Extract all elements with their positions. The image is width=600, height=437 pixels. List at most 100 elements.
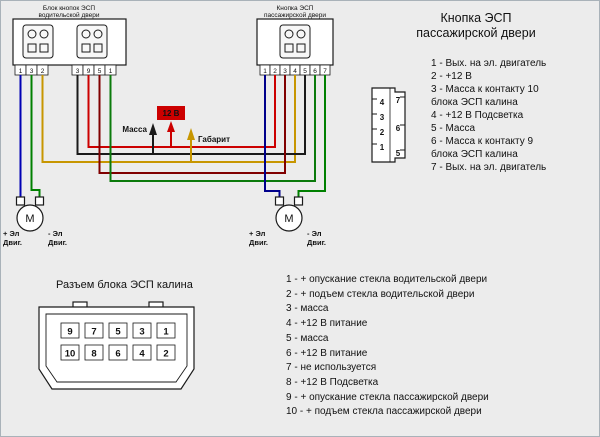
motor-plus-label: + Эл bbox=[3, 229, 20, 238]
pinout-item: 2 - +12 В bbox=[431, 71, 472, 82]
pin-number: 5 bbox=[396, 149, 401, 158]
connector-pin-row-bottom: 10 8 6 4 2 bbox=[60, 344, 176, 361]
pinout-item: 5 - Масса bbox=[431, 123, 476, 134]
pin-number: 2 bbox=[163, 349, 168, 360]
pin-cell bbox=[132, 344, 152, 361]
pin-number: 7 bbox=[396, 96, 401, 105]
wire-green2-ground-contact9 bbox=[109, 75, 316, 182]
pinout-item: 4 - +12 В питание bbox=[286, 318, 368, 330]
pin-number: 8 bbox=[91, 349, 96, 360]
pinout-item: 1 - Вых. на эл. двигатель bbox=[431, 58, 547, 69]
driver-block-title-line1: Блок кнопок ЭСП bbox=[43, 5, 96, 12]
switch-contact bbox=[27, 43, 37, 53]
pin-number: 3 bbox=[283, 68, 287, 75]
motor-plus-label: Двиг. bbox=[249, 238, 268, 247]
power-label: 12 В bbox=[163, 109, 180, 118]
pin-number: 3 bbox=[139, 327, 144, 338]
passenger-block-title-line2: пассажирской двери bbox=[264, 11, 326, 19]
pin-number: 1 bbox=[109, 68, 113, 75]
motor-minus-label: Двиг. bbox=[307, 238, 326, 247]
window-switch-icon bbox=[279, 24, 311, 59]
pin-cell bbox=[84, 344, 104, 361]
pin-number: 2 bbox=[380, 128, 385, 137]
esp-block-pinout-list: 1 - + опускание стекла водительской двер… bbox=[286, 273, 598, 420]
right-panel-title: Кнопка ЭСП пассажирской двери bbox=[401, 11, 551, 41]
pinout-item: 5 - масса bbox=[286, 332, 329, 344]
wire-navy-passenger-motor-plus bbox=[264, 75, 281, 197]
pin-number: 7 bbox=[91, 327, 96, 338]
pinout-item: 1 - + опускание стекла водительской двер… bbox=[286, 274, 488, 285]
power-arrow-icon bbox=[167, 121, 175, 132]
connector-outline bbox=[371, 87, 406, 163]
pin-cell bbox=[108, 344, 128, 361]
driver-pin-row-right: 3 9 5 1 bbox=[71, 64, 117, 76]
switch-outline bbox=[22, 24, 54, 59]
motor-minus-label: - Эл bbox=[307, 229, 322, 238]
connector-inner-outline bbox=[45, 313, 188, 383]
wire-green-driver-motor-minus bbox=[30, 75, 41, 197]
pin-cell bbox=[60, 322, 80, 339]
pin-number: 2 bbox=[273, 68, 277, 75]
pinout-item: 8 - +12 В Подсветка bbox=[286, 376, 379, 388]
motor-minus-label: - Эл bbox=[48, 229, 63, 238]
wire-green-passenger-motor-minus bbox=[297, 75, 326, 197]
pin-cell bbox=[156, 344, 176, 361]
pin-cell bbox=[108, 322, 128, 339]
right-panel-title-line2: пассажирской двери bbox=[416, 26, 536, 40]
pin-number: 3 bbox=[380, 113, 385, 122]
motor-terminal-plus bbox=[15, 196, 26, 206]
switch-screw-icon bbox=[81, 29, 91, 39]
switch-contact bbox=[296, 43, 306, 53]
pin-number: 9 bbox=[87, 68, 91, 75]
ground-label: Масса bbox=[122, 125, 147, 134]
driver-button-block: Блок кнопок ЭСП водительской двери bbox=[12, 5, 127, 76]
pin-number: 7 bbox=[323, 68, 327, 75]
switch-contact bbox=[93, 43, 103, 53]
pinout-item: 3 - Масса к контакту 10 блока ЭСП калина bbox=[431, 84, 539, 108]
pinout-item: 2 - + подъем стекла водительской двери bbox=[286, 288, 475, 300]
pinout-item: 6 - Масса к контакту 9 блока ЭСП калина bbox=[431, 136, 534, 160]
wires bbox=[19, 75, 326, 197]
ground-arrow-icon bbox=[149, 123, 157, 135]
switch-screw-icon bbox=[296, 29, 306, 39]
pinout-item: 7 - не используется bbox=[286, 362, 377, 374]
pin-number: 1 bbox=[380, 143, 385, 152]
pin-number: 4 bbox=[293, 68, 297, 75]
pin-number: 6 bbox=[115, 349, 120, 360]
pin-number: 5 bbox=[303, 68, 307, 75]
wire-labels: Масса 12 В Габарит bbox=[122, 106, 230, 144]
pin-cell bbox=[156, 322, 176, 339]
motor-plus-label: Двиг. bbox=[3, 238, 22, 247]
connector-pin-row-top: 9 7 5 3 1 bbox=[60, 322, 176, 339]
passenger-window-motor: M + Эл Двиг. - Эл Двиг. bbox=[249, 196, 326, 247]
pin-number: 5 bbox=[115, 327, 121, 338]
switch-contact bbox=[284, 43, 294, 53]
switch-outline bbox=[76, 24, 108, 59]
switch-contact bbox=[39, 43, 49, 53]
gabarit-arrow-icon bbox=[187, 128, 195, 140]
pin-number: 3 bbox=[76, 68, 80, 75]
window-switch-icon bbox=[22, 24, 54, 59]
pin-number: 2 bbox=[41, 68, 45, 75]
pin-number: 1 bbox=[263, 68, 267, 75]
driver-window-motor: M + Эл Двиг. - Эл Двиг. bbox=[3, 196, 67, 247]
pin-number: 1 bbox=[163, 327, 169, 338]
motor-body bbox=[275, 204, 303, 232]
pinout-item: 10 - + подъем стекла пассажирской двери bbox=[286, 406, 482, 418]
switch-outline bbox=[279, 24, 311, 59]
esp-block-connector: Разъем блока ЭСП калина 9 7 5 3 1 bbox=[38, 279, 195, 390]
motor-body bbox=[16, 204, 44, 232]
motor-symbol: M bbox=[284, 213, 293, 225]
pin-number: 1 bbox=[19, 68, 23, 75]
pinout-item: 4 - +12 В Подсветка bbox=[431, 110, 524, 121]
passenger-button-block: Кнопка ЭСП пассажирской двери 1 2 bbox=[256, 5, 334, 76]
pinout-item: 6 - +12 В питание bbox=[286, 347, 368, 359]
driver-block-title-line2: водительской двери bbox=[38, 11, 99, 19]
motor-minus-label: Двиг. bbox=[48, 238, 67, 247]
switch-screw-icon bbox=[284, 29, 294, 39]
wire-maroon-ground-contact10 bbox=[98, 75, 286, 174]
switch-contact bbox=[81, 43, 91, 53]
passenger-connector-face: 4 3 2 1 7 6 5 bbox=[371, 87, 406, 163]
